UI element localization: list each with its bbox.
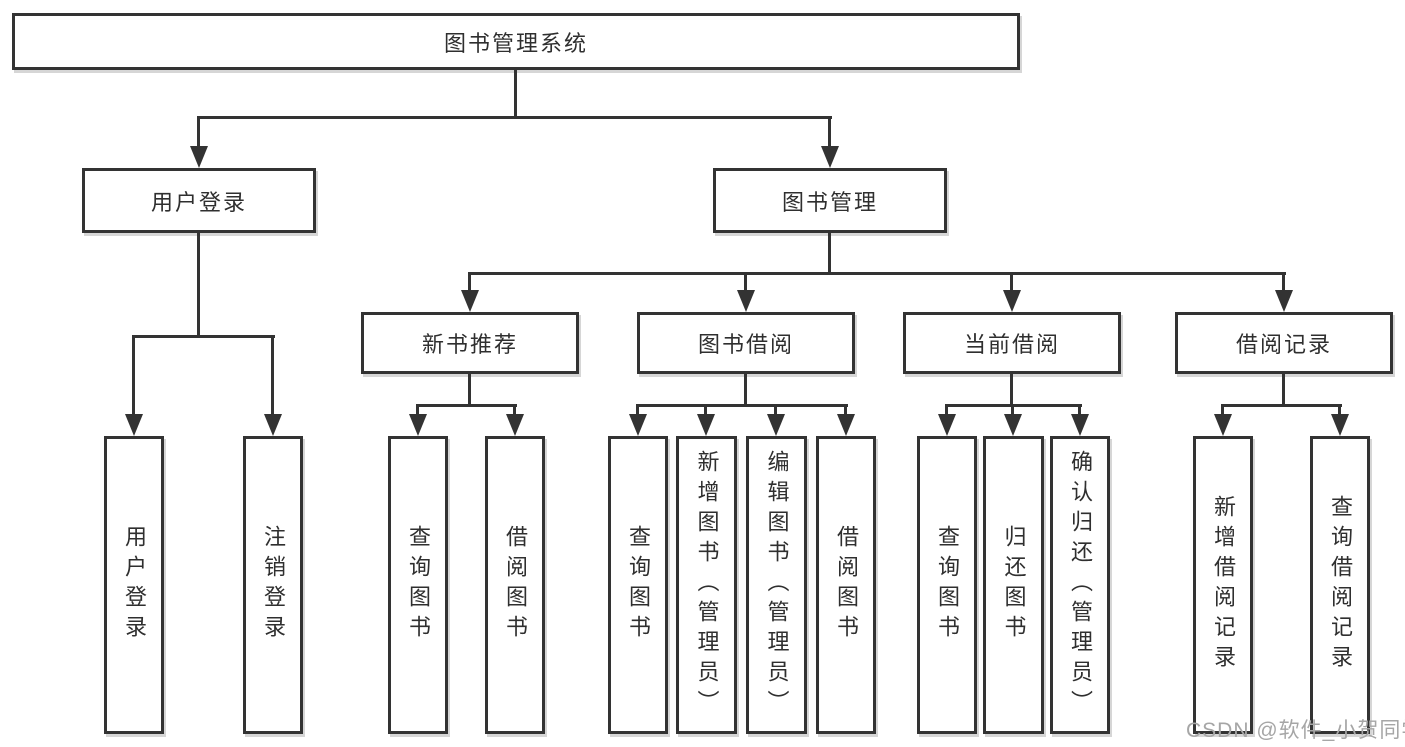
connector-root-branch bbox=[197, 116, 832, 119]
connector-stub bbox=[468, 272, 471, 292]
node-borrow-records: 借阅记录 bbox=[1175, 312, 1393, 374]
connector-stub bbox=[132, 335, 135, 416]
leaf-borrow-book-1: 借阅图书 bbox=[485, 436, 545, 734]
arrow-down-icon bbox=[1275, 290, 1293, 312]
arrow-down-icon bbox=[1331, 414, 1349, 436]
leaf-edit-book-admin: 编辑图书（管理员） bbox=[746, 436, 807, 734]
connector-branch bbox=[636, 404, 848, 407]
connector-stub bbox=[1010, 272, 1013, 292]
connector-down bbox=[1010, 374, 1013, 406]
connector-book-mgmt-branch bbox=[468, 272, 1286, 275]
leaf-query-book-2: 查询图书 bbox=[608, 436, 668, 734]
watermark: CSDN @软件_小贺同学 bbox=[1186, 719, 1405, 742]
connector-stub bbox=[774, 404, 777, 416]
arrow-down-icon bbox=[409, 414, 427, 436]
node-current-borrow: 当前借阅 bbox=[903, 312, 1121, 374]
connector-stub bbox=[416, 404, 419, 416]
connector-stub bbox=[1078, 404, 1081, 416]
arrow-down-icon bbox=[461, 290, 479, 312]
leaf-query-book-3: 查询图书 bbox=[917, 436, 977, 734]
connector-stub bbox=[1221, 404, 1224, 416]
node-root: 图书管理系统 bbox=[12, 13, 1020, 70]
arrow-down-icon bbox=[1004, 414, 1022, 436]
leaf-user-login: 用户登录 bbox=[104, 436, 164, 734]
arrow-down-icon bbox=[767, 414, 785, 436]
connector-stub bbox=[744, 272, 747, 292]
leaf-query-borrow-record: 查询借阅记录 bbox=[1310, 436, 1370, 734]
node-new-book-recommend: 新书推荐 bbox=[361, 312, 579, 374]
arrow-down-icon bbox=[506, 414, 524, 436]
connector-branch bbox=[1221, 404, 1342, 407]
arrow-down-icon bbox=[1071, 414, 1089, 436]
node-book-management: 图书管理 bbox=[713, 168, 947, 233]
connector-stub bbox=[513, 404, 516, 416]
node-user-login: 用户登录 bbox=[82, 168, 316, 233]
arrow-down-icon bbox=[264, 414, 282, 436]
leaf-logout: 注销登录 bbox=[243, 436, 303, 734]
connector-branch bbox=[416, 404, 517, 407]
connector-stub bbox=[636, 404, 639, 416]
node-book-borrow: 图书借阅 bbox=[637, 312, 855, 374]
connector-root-down bbox=[514, 70, 517, 118]
connector-user-login-branch bbox=[132, 335, 275, 338]
connector-stub bbox=[1011, 404, 1014, 416]
arrow-down-icon bbox=[697, 414, 715, 436]
connector-stub bbox=[844, 404, 847, 416]
connector-stub bbox=[1338, 404, 1341, 416]
connector-user-login-down bbox=[197, 233, 200, 337]
leaf-borrow-book-2: 借阅图书 bbox=[816, 436, 876, 734]
connector-stub bbox=[945, 404, 948, 416]
arrow-down-icon bbox=[1214, 414, 1232, 436]
arrow-down-icon bbox=[737, 290, 755, 312]
leaf-add-borrow-record: 新增借阅记录 bbox=[1193, 436, 1253, 734]
arrow-down-icon bbox=[837, 414, 855, 436]
connector-stub bbox=[704, 404, 707, 416]
arrow-down-icon bbox=[821, 146, 839, 168]
connector-stub bbox=[271, 335, 274, 416]
leaf-confirm-return-admin: 确认归还（管理员） bbox=[1050, 436, 1110, 734]
arrow-down-icon bbox=[190, 146, 208, 168]
arrow-down-icon bbox=[1003, 290, 1021, 312]
arrow-down-icon bbox=[629, 414, 647, 436]
arrow-down-icon bbox=[938, 414, 956, 436]
connector-stub-user-login bbox=[197, 116, 200, 148]
connector-stub bbox=[1282, 272, 1285, 292]
connector-down bbox=[468, 374, 471, 406]
connector-down bbox=[1282, 374, 1285, 406]
connector-book-mgmt-down bbox=[828, 233, 831, 275]
leaf-add-book-admin: 新增图书（管理员） bbox=[676, 436, 737, 734]
arrow-down-icon bbox=[125, 414, 143, 436]
leaf-query-book-1: 查询图书 bbox=[388, 436, 448, 734]
leaf-return-book: 归还图书 bbox=[983, 436, 1044, 734]
connector-stub-book-mgmt bbox=[828, 116, 831, 148]
connector-down bbox=[744, 374, 747, 406]
